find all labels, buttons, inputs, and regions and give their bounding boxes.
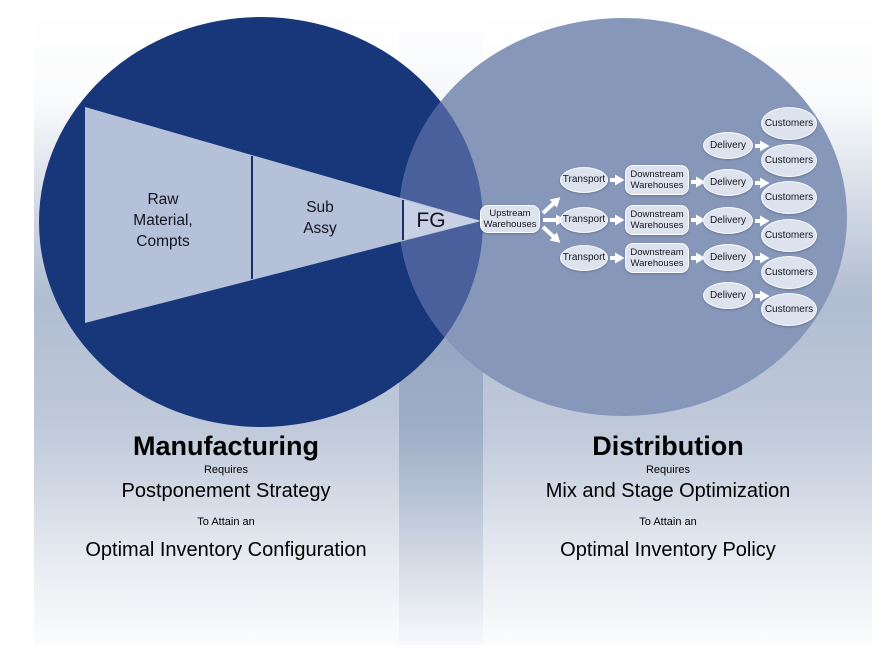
node-customers-3: Customers: [761, 181, 817, 214]
distribution-requires: Requires: [645, 464, 691, 476]
node-customers-6: Customers: [761, 293, 817, 326]
node-customers-4: Customers: [761, 219, 817, 252]
node-delivery-1: Delivery: [703, 132, 753, 159]
funnel-tip-fg: [403, 200, 481, 240]
node-downstream-warehouses-2: Downstream Warehouses: [625, 205, 689, 235]
manufacturing-outcome: Optimal Inventory Configuration: [85, 539, 367, 561]
manufacturing-title: Manufacturing: [133, 431, 319, 461]
funnel-shape: [85, 107, 481, 323]
node-downstream-warehouses-3: Downstream Warehouses: [625, 243, 689, 273]
node-delivery-3: Delivery: [703, 207, 753, 234]
node-transport-1: Transport: [560, 167, 608, 193]
node-customers-5: Customers: [761, 256, 817, 289]
manufacturing-requires: Requires: [203, 464, 249, 476]
manufacturing-caption: Manufacturing Requires Postponement Stra…: [16, 433, 436, 562]
node-upstream-warehouses: Upstream Warehouses: [480, 205, 540, 233]
distribution-strategy: Mix and Stage Optimization: [545, 480, 791, 502]
manufacturing-strategy: Postponement Strategy: [121, 480, 331, 502]
distribution-attain: To Attain an: [639, 516, 697, 528]
distribution-caption: Distribution Requires Mix and Stage Opti…: [458, 433, 878, 562]
distribution-title: Distribution: [592, 431, 744, 461]
funnel-stage-raw-material: Raw Material, Compts: [133, 191, 193, 250]
node-delivery-4: Delivery: [703, 244, 753, 271]
node-customers-2: Customers: [761, 144, 817, 177]
manufacturing-attain: To Attain an: [197, 516, 255, 528]
funnel-stage-fg: FG: [416, 209, 446, 232]
distribution-outcome: Optimal Inventory Policy: [560, 539, 776, 561]
node-delivery-2: Delivery: [703, 169, 753, 196]
node-customers-1: Customers: [761, 107, 817, 140]
node-delivery-5: Delivery: [703, 282, 753, 309]
node-transport-2: Transport: [560, 207, 608, 233]
node-downstream-warehouses-1: Downstream Warehouses: [625, 165, 689, 195]
funnel-stage-sub-assy: Sub Assy: [303, 199, 337, 237]
fan-arrow-up: [541, 197, 561, 215]
node-transport-3: Transport: [560, 245, 608, 271]
fan-arrow-down: [541, 225, 561, 243]
flow-arrows: [541, 140, 770, 302]
